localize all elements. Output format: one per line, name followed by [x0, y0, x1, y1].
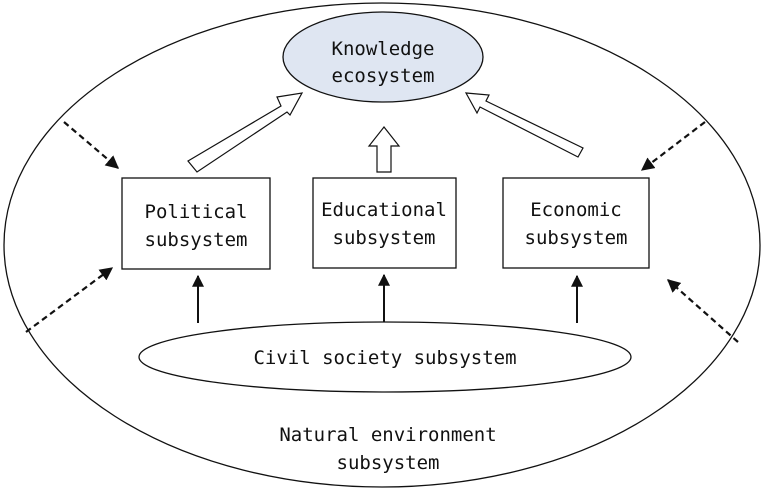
knowledge-ecosystem-label-line1: Knowledge — [332, 38, 435, 60]
economic-subsystem-label-line1: Economic — [530, 199, 622, 221]
environment-to-economic-dashed-arrow-top — [640, 121, 706, 171]
knowledge-ecosystem-label-line2: ecosystem — [332, 65, 435, 87]
political-subsystem-box — [121, 177, 271, 270]
environment-to-political-dashed-arrow-top — [63, 121, 120, 169]
knowledge-ecosystem-ellipse — [282, 11, 484, 103]
educational-subsystem-box — [312, 177, 457, 269]
civil-society-label: Civil society subsystem — [253, 347, 516, 369]
political-subsystem-label-line2: subsystem — [145, 229, 248, 251]
political-to-knowledge-arrow — [187, 92, 304, 173]
educational-subsystem-label-line1: Educational — [321, 199, 447, 221]
natural-environment-label-line2: subsystem — [337, 452, 440, 474]
economic-subsystem-label-line2: subsystem — [525, 227, 628, 249]
economic-subsystem-box — [502, 177, 650, 269]
educational-to-knowledge-arrow — [367, 126, 401, 173]
natural-environment-label-line1: Natural environment — [279, 424, 496, 446]
economic-to-knowledge-arrow — [464, 92, 584, 158]
natural-environment-ellipse — [3, 2, 761, 488]
political-subsystem-label-line1: Political — [145, 201, 248, 223]
educational-subsystem-label-line2: subsystem — [333, 227, 436, 249]
environment-to-political-dashed-arrow-bottom — [25, 267, 114, 333]
environment-to-economic-dashed-arrow-bottom — [667, 279, 739, 343]
